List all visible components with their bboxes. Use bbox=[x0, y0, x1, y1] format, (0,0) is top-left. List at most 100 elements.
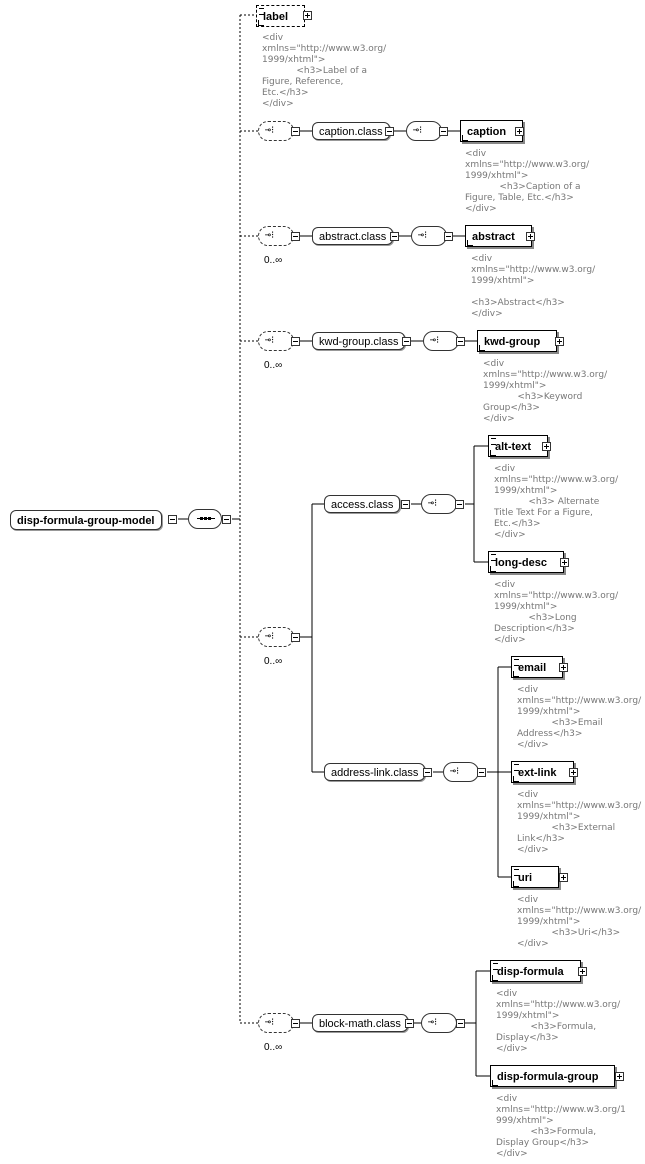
collapse-icon[interactable] bbox=[291, 1019, 300, 1028]
expand-icon[interactable] bbox=[615, 1072, 624, 1081]
collapse-icon[interactable] bbox=[444, 232, 453, 241]
group-abstract-class[interactable]: abstract.class bbox=[312, 227, 394, 245]
choice-compositor-optional: ⊸⁝ bbox=[258, 331, 294, 351]
choice-compositor-optional: ⊸⁝ bbox=[258, 226, 294, 246]
collapse-icon[interactable] bbox=[222, 515, 231, 524]
element-content-icon bbox=[259, 8, 264, 15]
reference-arrow-icon bbox=[513, 881, 519, 887]
element-kwd-group[interactable]: kwd-group bbox=[477, 330, 558, 352]
root-label: disp-formula-group-model bbox=[17, 515, 155, 527]
choice-icon: ⊸⁝ bbox=[430, 335, 440, 346]
element-long-desc[interactable]: long-desc bbox=[488, 551, 564, 573]
root-group-node[interactable]: disp-formula-group-model bbox=[10, 510, 162, 530]
collapse-icon[interactable] bbox=[439, 127, 448, 136]
collapse-icon[interactable] bbox=[402, 337, 411, 346]
doc-disp-formula-group: <div xmlns="http://www.w3.org/1 999/xhtm… bbox=[496, 1094, 626, 1159]
occurrence-label: 0..∞ bbox=[264, 656, 283, 667]
group-label: block-math.class bbox=[319, 1018, 401, 1030]
doc-long-desc: <div xmlns="http://www.w3.org/ 1999/xhtm… bbox=[494, 580, 619, 645]
group-block-math-class[interactable]: block-math.class bbox=[312, 1014, 408, 1032]
collapse-icon[interactable] bbox=[405, 1019, 414, 1028]
choice-icon: ⊸⁝ bbox=[265, 125, 275, 136]
group-label: abstract.class bbox=[319, 231, 387, 243]
collapse-icon[interactable] bbox=[401, 500, 410, 509]
expand-icon[interactable] bbox=[303, 11, 312, 20]
collapse-icon[interactable] bbox=[291, 337, 300, 346]
element-long-desc-name: long-desc bbox=[495, 557, 547, 569]
choice-icon: ⊸⁝ bbox=[450, 766, 460, 777]
reference-arrow-icon bbox=[467, 240, 473, 246]
element-abstract-name: abstract bbox=[472, 231, 515, 243]
element-alt-text[interactable]: alt-text bbox=[488, 435, 549, 457]
choice-icon: ⊸⁝ bbox=[265, 230, 275, 241]
reference-arrow-icon bbox=[490, 566, 496, 572]
reference-arrow-icon bbox=[462, 135, 468, 141]
reference-arrow-icon bbox=[258, 20, 264, 26]
element-email-name: email bbox=[518, 662, 547, 674]
collapse-icon[interactable] bbox=[390, 232, 399, 241]
choice-compositor: ⊸⁝ bbox=[421, 494, 457, 514]
expand-icon[interactable] bbox=[559, 873, 568, 882]
element-kwd-group-name: kwd-group bbox=[484, 336, 541, 348]
expand-icon[interactable] bbox=[526, 232, 535, 241]
collapse-icon[interactable] bbox=[291, 127, 300, 136]
reference-arrow-icon bbox=[479, 345, 485, 351]
group-label: access.class bbox=[331, 499, 394, 511]
group-label: address-link.class bbox=[331, 767, 419, 779]
collapse-icon[interactable] bbox=[456, 337, 465, 346]
element-ext-link[interactable]: ext-link bbox=[511, 761, 574, 783]
element-disp-formula[interactable]: disp-formula bbox=[490, 960, 581, 982]
expand-icon[interactable] bbox=[559, 663, 568, 672]
doc-disp-formula: <div xmlns="http://www.w3.org/ 1999/xhtm… bbox=[496, 989, 621, 1054]
doc-abstract: <div xmlns="http://www.w3.org/ 1999/xhtm… bbox=[471, 254, 596, 319]
choice-icon: ⊸⁝ bbox=[418, 230, 428, 241]
expand-icon[interactable] bbox=[569, 768, 578, 777]
element-disp-formula-group[interactable]: disp-formula-group bbox=[490, 1065, 616, 1087]
choice-compositor-optional: ⊸⁝ bbox=[258, 1013, 294, 1033]
doc-label: <div xmlns="http://www.w3.org/ 1999/xhtm… bbox=[262, 33, 387, 109]
collapse-icon[interactable] bbox=[477, 768, 486, 777]
element-abstract[interactable]: abstract bbox=[465, 225, 532, 247]
collapse-icon[interactable] bbox=[423, 768, 432, 777]
collapse-icon[interactable] bbox=[291, 232, 300, 241]
element-caption-name: caption bbox=[467, 126, 507, 138]
doc-alt-text: <div xmlns="http://www.w3.org/ 1999/xhtm… bbox=[494, 464, 619, 540]
sequence-compositor bbox=[188, 509, 222, 529]
expand-icon[interactable] bbox=[515, 127, 524, 136]
choice-icon: ⊸⁝ bbox=[428, 1017, 438, 1028]
expand-icon[interactable] bbox=[560, 558, 569, 567]
group-access-class[interactable]: access.class bbox=[324, 495, 401, 513]
expand-icon[interactable] bbox=[555, 337, 564, 346]
choice-icon: ⊸⁝ bbox=[265, 335, 275, 346]
group-kwd-group-class[interactable]: kwd-group.class bbox=[312, 332, 406, 350]
group-address-link-class[interactable]: address-link.class bbox=[324, 763, 426, 781]
choice-compositor-optional: ⊸⁝ bbox=[258, 627, 294, 647]
reference-arrow-icon bbox=[490, 450, 496, 456]
reference-arrow-icon bbox=[513, 776, 519, 782]
element-caption[interactable]: caption bbox=[460, 120, 524, 142]
collapse-icon[interactable] bbox=[168, 515, 177, 524]
choice-compositor: ⊸⁝ bbox=[411, 226, 447, 246]
reference-arrow-icon bbox=[513, 671, 519, 677]
reference-arrow-icon bbox=[492, 975, 498, 981]
choice-icon: ⊸⁝ bbox=[265, 1017, 275, 1028]
collapse-icon[interactable] bbox=[455, 500, 464, 509]
element-content-icon bbox=[493, 963, 498, 970]
expand-icon[interactable] bbox=[578, 967, 587, 976]
occurrence-label: 0..∞ bbox=[264, 1042, 283, 1053]
collapse-icon[interactable] bbox=[291, 633, 300, 642]
choice-compositor: ⊸⁝ bbox=[421, 1013, 457, 1033]
element-uri[interactable]: uri bbox=[511, 866, 560, 888]
element-label[interactable]: label bbox=[256, 5, 306, 27]
group-caption-class[interactable]: caption.class bbox=[312, 122, 390, 140]
doc-uri: <div xmlns="http://www.w3.org/ 1999/xhtm… bbox=[517, 895, 642, 949]
collapse-icon[interactable] bbox=[385, 127, 394, 136]
reference-arrow-icon bbox=[492, 1080, 498, 1086]
collapse-icon[interactable] bbox=[456, 1019, 465, 1028]
expand-icon[interactable] bbox=[542, 442, 551, 451]
element-ext-link-name: ext-link bbox=[518, 767, 557, 779]
sequence-icon bbox=[197, 517, 215, 520]
choice-compositor: ⊸⁝ bbox=[423, 331, 459, 351]
element-email[interactable]: email bbox=[511, 656, 564, 678]
